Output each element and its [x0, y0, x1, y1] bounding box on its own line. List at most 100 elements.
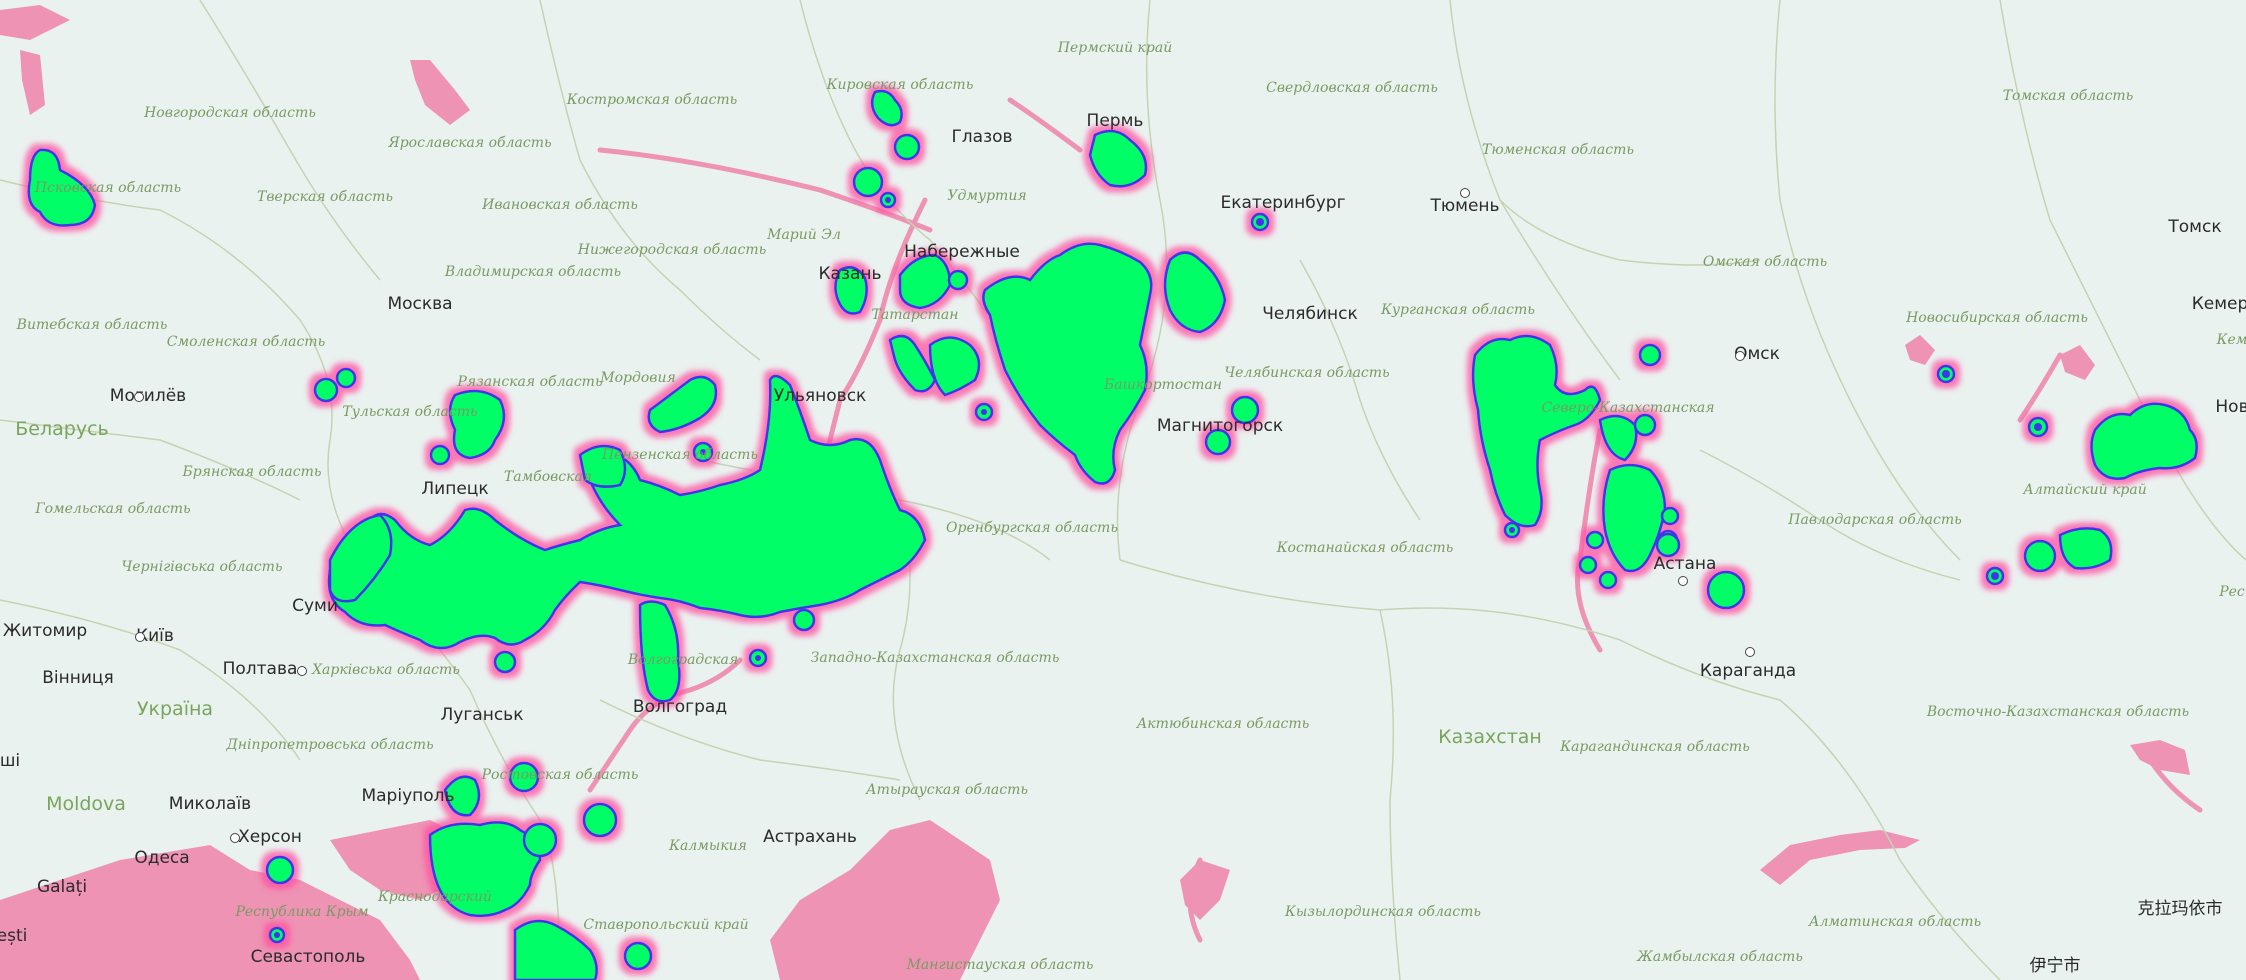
city-label: Липецк	[421, 479, 489, 500]
city-dot	[297, 666, 307, 676]
city-label: Магнитогорск	[1156, 416, 1284, 437]
blob-nkz-dot6	[1585, 530, 1605, 550]
region-label: Павлодарская область	[1788, 511, 1962, 528]
country-label: Казахстан	[1438, 726, 1542, 749]
blob-kirov-2	[893, 133, 921, 161]
region-label: Тамбовская	[503, 468, 593, 485]
region-label: Свердловская область	[1266, 79, 1438, 96]
blob-lipetsk-dot	[429, 444, 451, 466]
city-label: Galați	[36, 877, 88, 898]
city-label: Пермь	[1086, 111, 1144, 132]
region-label: Северо-Казахстанская	[1541, 399, 1715, 416]
region-label: Западно-Казахстанская область	[810, 649, 1060, 666]
blob-perm	[1088, 129, 1148, 188]
caspian-sea	[770, 820, 1000, 980]
blob-bashkortostan	[982, 242, 1153, 485]
region-label: Мордовия	[600, 369, 676, 386]
blob-rostov-1	[443, 775, 481, 817]
region-label: Кировская область	[826, 76, 974, 93]
city-dot	[1678, 576, 1688, 586]
city-label: Челябинск	[1262, 304, 1358, 325]
blob-nkz-dot4	[1578, 555, 1598, 575]
blob-volgograd-dot	[493, 650, 517, 674]
blob-kirov-3	[852, 166, 884, 198]
blob-rostov-5	[582, 802, 618, 838]
city-label: 克拉玛依市	[2137, 899, 2223, 920]
blob-astana-2	[1655, 532, 1681, 558]
region-label: Томская область	[2002, 87, 2134, 104]
lake-pskov	[20, 50, 45, 115]
blob-mordovia	[647, 375, 718, 434]
city-label: Омск	[1734, 344, 1780, 365]
region-label: Харківська область	[312, 661, 460, 678]
region-label: Ставропольский край	[583, 916, 749, 933]
city-label: Астрахань	[763, 827, 857, 848]
blob-nkz-2	[1602, 463, 1667, 573]
region-label: Краснодарский	[377, 888, 493, 905]
blob-altai-s	[2058, 527, 2113, 570]
city-label: Суми	[292, 596, 338, 617]
blob-rostov-4	[522, 822, 558, 858]
city-label: Миколаїв	[168, 794, 252, 815]
region-label: Костромская область	[566, 91, 738, 108]
blob-kursk-lobe	[328, 513, 393, 603]
lake-novosib	[1905, 335, 1935, 365]
country-label: Беларусь	[15, 418, 109, 441]
blob-ryazan	[578, 444, 627, 488]
rivers	[587, 97, 2203, 943]
region-label: Карагандинская область	[1560, 738, 1750, 755]
region-label: Смоленская область	[166, 333, 326, 350]
blob-nkz-dot2	[1660, 506, 1680, 526]
city-dot	[230, 833, 240, 843]
city-label: Київ	[136, 626, 174, 647]
city-label: Тюмень	[1430, 196, 1500, 217]
blob-nkz-1	[1598, 414, 1638, 462]
region-label: Атырауская область	[866, 781, 1028, 798]
city-label: Томск	[2168, 217, 2222, 238]
region-label: Новосибирская область	[1906, 309, 2088, 326]
city-label: Вінниця	[42, 668, 114, 689]
region-label: Пермский край	[1057, 39, 1173, 56]
region-label: Оренбургская область	[946, 519, 1118, 536]
region-label: Ярославская область	[388, 134, 552, 151]
region-label: Актюбинская область	[1136, 715, 1310, 732]
region-label: Башкортостан	[1103, 376, 1223, 393]
country-label: Moldova	[46, 793, 126, 816]
city-label: Одеса	[134, 848, 190, 869]
city-label: Караганда	[1699, 661, 1797, 682]
blob-kazan	[834, 266, 868, 315]
detection-blobs	[27, 89, 2198, 980]
city-label: Севастополь	[250, 947, 366, 968]
blob-tula-dots	[313, 377, 339, 403]
region-label: Удмуртия	[947, 187, 1027, 204]
region-label: Новгородская область	[144, 104, 316, 121]
region-label: Рес	[2219, 583, 2245, 600]
region-label: Мангистауская область	[906, 956, 1094, 973]
region-label: Костанайская область	[1276, 539, 1454, 556]
city-label: Казань	[818, 264, 882, 285]
river-bend	[2060, 345, 2095, 380]
blob-stavropol	[513, 919, 598, 980]
blob-tula	[448, 389, 506, 460]
blob-kalmyk-dot	[623, 941, 653, 971]
region-label: Челябинская область	[1224, 364, 1390, 381]
region-label: Брянская область	[182, 463, 322, 480]
blob-magn-dot	[1204, 428, 1232, 456]
blob-nkz-dot3	[1633, 413, 1657, 437]
region-label: Республика Крым	[235, 903, 369, 920]
blob-tatarstan-dot	[947, 269, 969, 291]
region-label: Нижегородская область	[577, 241, 767, 258]
region-label: Ивановская область	[482, 196, 638, 213]
region-label: Алтайский край	[2023, 481, 2147, 498]
region-label: Чернігівська область	[121, 558, 283, 575]
city-label: Екатеринбург	[1220, 193, 1346, 214]
region-label: Тверская область	[257, 188, 393, 205]
region-label: Гомельская область	[35, 500, 191, 517]
lake-rybinsk	[410, 60, 470, 125]
region-label: Восточно-Казахстанская область	[1926, 703, 2190, 720]
blob-altai	[2090, 402, 2198, 480]
region-label: Витебская область	[16, 316, 168, 333]
city-dot	[1745, 647, 1755, 657]
city-dot	[135, 632, 145, 642]
